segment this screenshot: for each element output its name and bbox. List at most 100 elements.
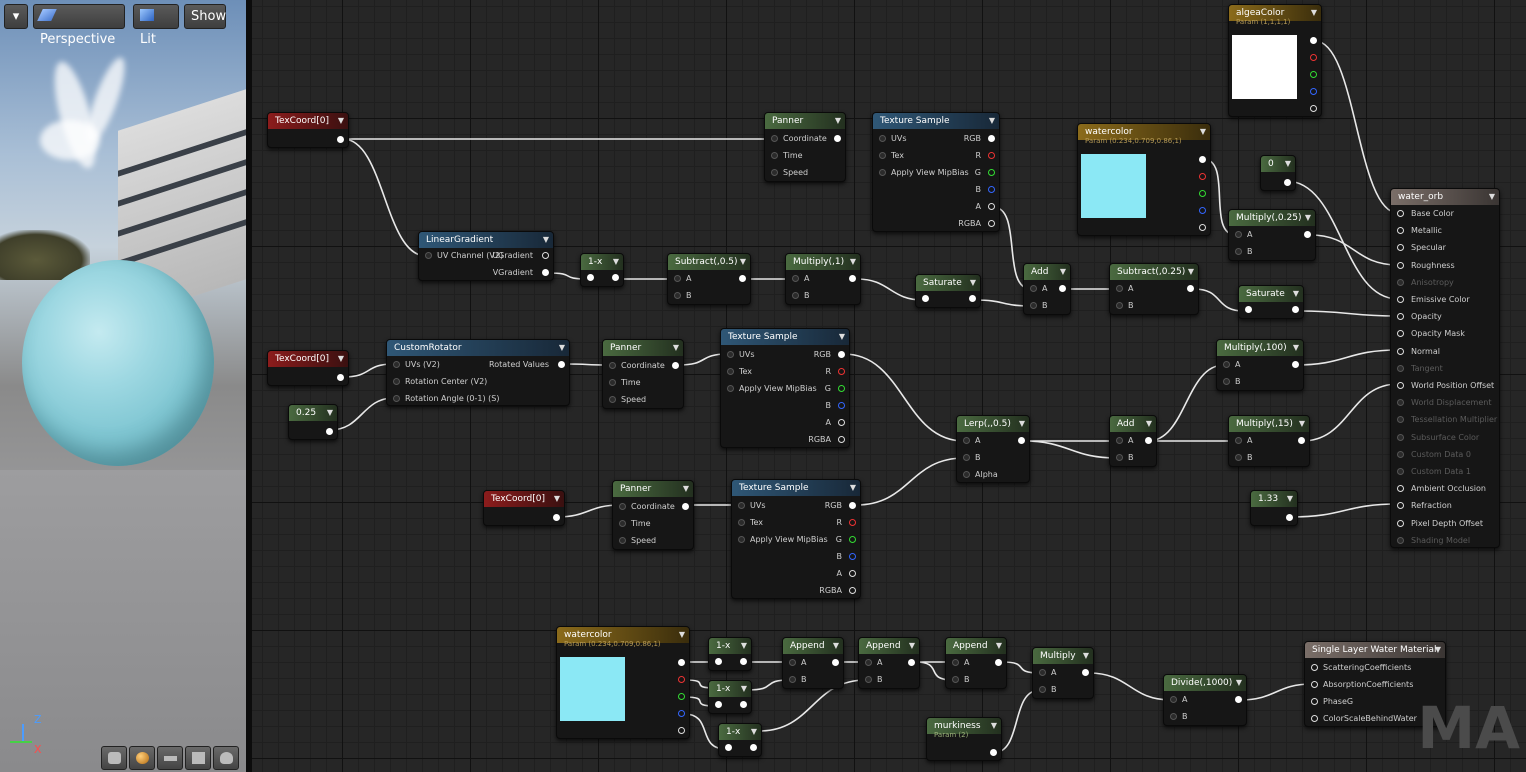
node-header[interactable]: Saturate▼ — [916, 275, 980, 291]
node-header[interactable]: Multiply(,1)▼ — [786, 254, 860, 270]
collapse-chevron-icon[interactable]: ▼ — [542, 235, 549, 244]
node-watercolor1[interactable]: watercolor▼Param (0.234,0.709,0.86,1) — [1077, 123, 1211, 236]
output-pin[interactable] — [1298, 437, 1305, 444]
input-pin[interactable] — [1397, 364, 1404, 372]
output-pin[interactable] — [1199, 224, 1206, 231]
collapse-chevron-icon[interactable]: ▼ — [337, 116, 344, 125]
node-header[interactable]: Subtract(,0.25)▼ — [1110, 264, 1198, 280]
node-header[interactable]: Add▼ — [1024, 264, 1070, 280]
collapse-chevron-icon[interactable]: ▼ — [1292, 343, 1299, 352]
node-algea-color[interactable]: algeaColor▼Param (1,1,1,1) — [1228, 4, 1322, 117]
output-pin[interactable] — [1145, 437, 1152, 444]
collapse-chevron-icon[interactable]: ▼ — [739, 257, 746, 266]
collapse-chevron-icon[interactable]: ▼ — [1082, 651, 1089, 660]
input-pin[interactable] — [1397, 330, 1404, 338]
input-pin-a[interactable] — [952, 659, 959, 666]
output-pin[interactable] — [750, 744, 757, 751]
output-pin[interactable] — [849, 553, 856, 560]
input-pin-a[interactable] — [789, 659, 796, 666]
output-pin[interactable] — [678, 693, 685, 700]
output-pin[interactable] — [988, 220, 995, 227]
input-pin[interactable] — [1397, 433, 1404, 441]
output-pin[interactable] — [542, 269, 549, 276]
input-pin[interactable] — [1397, 261, 1404, 269]
collapse-chevron-icon[interactable]: ▼ — [1187, 267, 1194, 276]
node-header[interactable]: Saturate▼ — [1239, 286, 1303, 302]
node-header[interactable]: TexCoord[0]▼ — [268, 351, 348, 367]
input-pin[interactable] — [619, 537, 626, 544]
input-pin[interactable] — [963, 471, 970, 478]
input-pin[interactable] — [715, 658, 722, 665]
collapse-chevron-icon[interactable]: ▼ — [849, 483, 856, 492]
output-pin[interactable] — [849, 519, 856, 526]
preview-sphere-button[interactable] — [129, 746, 155, 770]
node-header[interactable]: Texture Sample▼ — [721, 329, 849, 345]
output-pin[interactable] — [988, 135, 995, 142]
input-pin[interactable] — [1397, 502, 1404, 510]
node-header[interactable]: TexCoord[0]▼ — [484, 491, 564, 507]
input-pin-a[interactable] — [1223, 361, 1230, 368]
collapse-chevron-icon[interactable]: ▼ — [740, 641, 747, 650]
node-header[interactable]: Lerp(,,0.5)▼ — [957, 416, 1029, 432]
node-header[interactable]: watercolor▼ — [557, 627, 689, 643]
node-header[interactable]: Panner▼ — [603, 340, 683, 356]
show-button[interactable]: Show — [184, 4, 226, 29]
node-header[interactable]: Add▼ — [1110, 416, 1156, 432]
collapse-chevron-icon[interactable]: ▼ — [553, 494, 560, 503]
output-pin[interactable] — [678, 727, 685, 734]
node-texcoord2[interactable]: TexCoord[0]▼ — [267, 350, 349, 386]
node-one-minus4[interactable]: 1-x▼ — [718, 723, 762, 757]
node-header[interactable]: 1-x▼ — [709, 681, 751, 697]
perspective-button[interactable]: Perspective — [33, 4, 125, 47]
input-pin[interactable] — [393, 361, 400, 368]
output-pin[interactable] — [988, 169, 995, 176]
node-header[interactable]: Texture Sample▼ — [732, 480, 860, 496]
input-pin[interactable] — [879, 169, 886, 176]
collapse-chevron-icon[interactable]: ▼ — [1292, 289, 1299, 298]
input-pin-b[interactable] — [1116, 454, 1123, 461]
collapse-chevron-icon[interactable]: ▼ — [750, 727, 757, 736]
output-pin[interactable] — [739, 275, 746, 282]
output-pin[interactable] — [1199, 156, 1206, 163]
collapse-chevron-icon[interactable]: ▼ — [834, 116, 841, 125]
output-pin[interactable] — [1310, 105, 1317, 112]
collapse-chevron-icon[interactable]: ▼ — [337, 354, 344, 363]
output-pin[interactable] — [834, 135, 841, 142]
input-pin[interactable] — [1311, 715, 1318, 722]
node-header[interactable]: Single Layer Water Material▼ — [1305, 642, 1445, 658]
output-pin[interactable] — [337, 136, 344, 143]
output-pin[interactable] — [969, 295, 976, 302]
node-murkiness[interactable]: murkiness▼Param (2) — [926, 717, 1002, 761]
node-custom-rotator[interactable]: CustomRotator▼UVs (V2)Rotation Center (V… — [386, 339, 570, 406]
input-pin[interactable] — [771, 135, 778, 142]
input-pin[interactable] — [1311, 698, 1318, 705]
input-pin[interactable] — [1397, 227, 1404, 235]
collapse-chevron-icon[interactable]: ▼ — [672, 343, 679, 352]
output-pin[interactable] — [1199, 207, 1206, 214]
input-pin[interactable] — [1397, 210, 1404, 217]
output-pin[interactable] — [1018, 437, 1025, 444]
input-pin[interactable] — [879, 152, 886, 159]
input-pin[interactable] — [963, 437, 970, 444]
preview-teapot-button[interactable] — [213, 746, 239, 770]
input-pin-a[interactable] — [1039, 669, 1046, 676]
collapse-chevron-icon[interactable]: ▼ — [969, 278, 976, 287]
node-header[interactable]: algeaColor▼ — [1229, 5, 1321, 21]
output-pin[interactable] — [672, 362, 679, 369]
output-pin[interactable] — [678, 676, 685, 683]
output-pin[interactable] — [838, 419, 845, 426]
input-pin-b[interactable] — [1170, 713, 1177, 720]
node-header[interactable]: Panner▼ — [765, 113, 845, 129]
material-preview-viewport[interactable]: ▾ Perspective Lit Show Z X — [0, 0, 246, 772]
input-pin[interactable] — [1397, 416, 1404, 424]
